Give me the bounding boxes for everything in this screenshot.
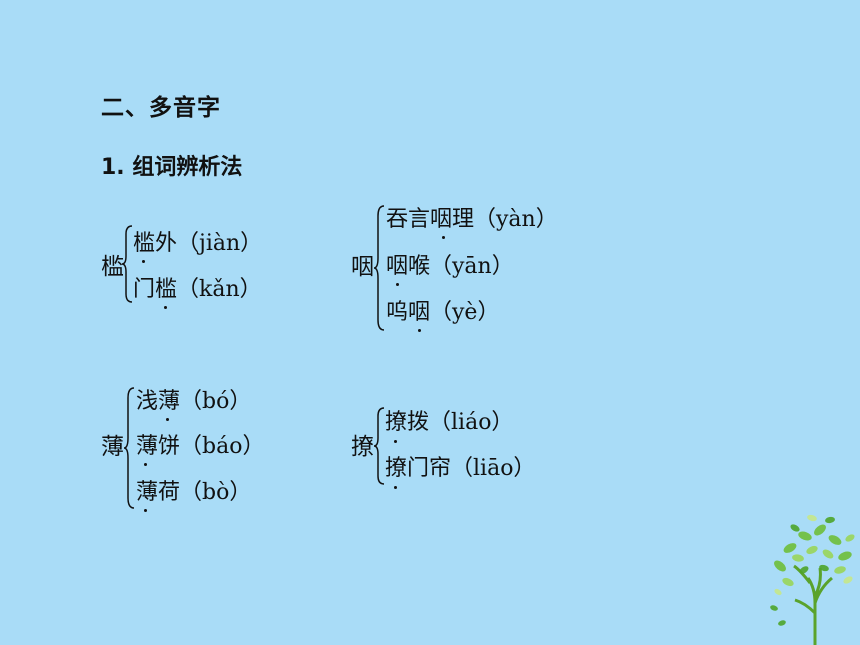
group-head-char: 槛 bbox=[101, 254, 124, 280]
entry-3: 薄荷（bò） bbox=[136, 480, 252, 505]
entry-1: 浅薄（bó） bbox=[136, 389, 252, 414]
group-head-char: 撩 bbox=[351, 434, 374, 460]
brace-icon bbox=[373, 407, 385, 485]
entry-1: 吞言咽理（yàn） bbox=[386, 207, 558, 232]
emphasis-dot bbox=[166, 418, 169, 421]
brace-icon bbox=[121, 225, 133, 303]
emphasis-dot bbox=[144, 509, 147, 512]
group-head-char: 咽 bbox=[351, 254, 374, 280]
emphasis-dot bbox=[418, 329, 421, 332]
emphasis-dot bbox=[164, 306, 167, 309]
emphasis-dot bbox=[442, 236, 445, 239]
emphasis-dot bbox=[142, 260, 145, 263]
section-title: 二、多音字 bbox=[101, 95, 221, 121]
entry-2: 撩门帘（liāo） bbox=[385, 456, 536, 481]
emphasis-dot bbox=[394, 486, 397, 489]
brace-icon bbox=[123, 387, 135, 509]
entry-2: 咽喉（yān） bbox=[386, 254, 514, 279]
emphasis-dot bbox=[396, 283, 399, 286]
entry-3: 呜咽（yè） bbox=[386, 300, 500, 325]
emphasis-dot bbox=[394, 440, 397, 443]
method-title: 1. 组词辨析法 bbox=[101, 155, 243, 180]
entry-2: 门槛（kǎn） bbox=[133, 277, 262, 302]
group-head-char: 薄 bbox=[101, 434, 124, 460]
brace-icon bbox=[373, 205, 385, 331]
tree-icon bbox=[770, 514, 855, 645]
entry-1: 槛外（jiàn） bbox=[133, 231, 263, 256]
entry-2: 薄饼（báo） bbox=[136, 434, 265, 459]
entry-1: 撩拨（liáo） bbox=[385, 410, 514, 435]
emphasis-dot bbox=[144, 463, 147, 466]
